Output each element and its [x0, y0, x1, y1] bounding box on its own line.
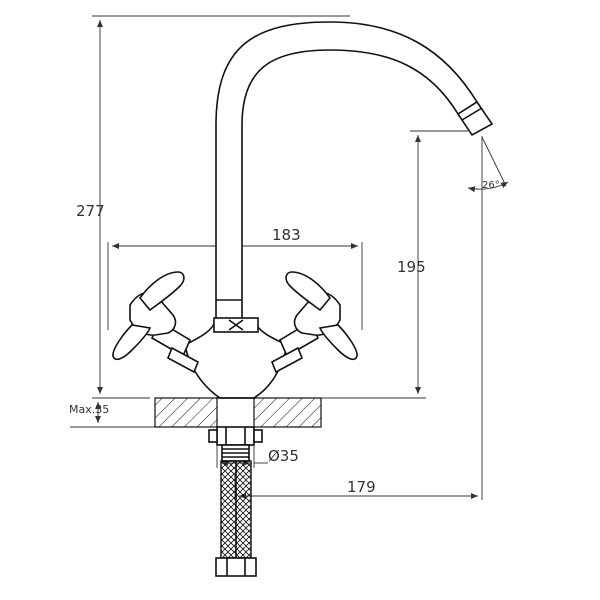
nut-wing-left [208, 429, 218, 443]
right-ring [270, 346, 304, 374]
swivel-spout [215, 21, 494, 321]
label-hole-diameter: Ø35 [268, 447, 299, 465]
left-arm-lower [112, 324, 152, 361]
mixer-body [184, 317, 288, 399]
left-ring [166, 346, 200, 374]
nut-wing-right [253, 429, 263, 443]
label-spout-angle: 26° [482, 180, 500, 191]
handle-left [112, 271, 200, 374]
swivel-mark [228, 319, 244, 331]
deck-section-right [253, 397, 322, 428]
handle-right [270, 271, 358, 374]
spout-aerator [456, 100, 494, 137]
spout-tube [215, 21, 479, 321]
right-arm-upper [285, 271, 332, 312]
aerator-ring [461, 107, 483, 121]
shank-threads [222, 448, 249, 458]
angle-line-spout [481, 136, 507, 187]
mounting-assembly [208, 426, 263, 577]
mounting-deck [154, 397, 322, 428]
deck-section-left [154, 397, 218, 428]
label-handle-span: 183 [272, 226, 301, 244]
right-arm-lower [318, 324, 358, 361]
left-arm-upper [138, 271, 185, 312]
hose-connector-nut [215, 557, 257, 577]
label-spout-height: 195 [397, 258, 426, 276]
dimension-labels: 277 183 195 Max.35 Ø35 179 26° [69, 180, 500, 496]
label-mounting-max: Max.35 [69, 403, 109, 416]
label-spout-reach: 179 [347, 478, 376, 496]
mounting-nut [216, 426, 255, 446]
label-total-height: 277 [76, 202, 105, 220]
angle-arc [467, 181, 509, 193]
